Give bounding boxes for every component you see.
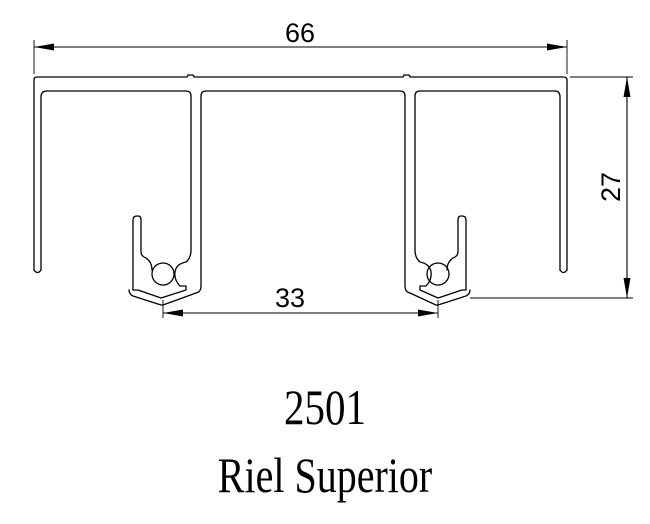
part-code: 2501 xyxy=(284,379,366,435)
dim-text-width: 66 xyxy=(285,18,315,48)
profile-left-keyhole xyxy=(151,262,175,286)
dimension-height: 27 xyxy=(470,76,633,299)
dimension-overall-width: 66 xyxy=(33,18,568,74)
arrow-height-bottom xyxy=(623,278,631,298)
profile-right-channel xyxy=(414,215,467,299)
part-name: Riel Superior xyxy=(217,447,433,503)
dim-text-spacing: 33 xyxy=(275,283,305,313)
arrow-spacing-right xyxy=(418,309,438,317)
arrow-spacing-left xyxy=(163,309,183,317)
profile-left-channel xyxy=(132,215,192,299)
profile-top-inner-right xyxy=(414,90,561,271)
arrow-width-left xyxy=(34,43,54,51)
arrow-width-right xyxy=(547,43,567,51)
profile-top-outer xyxy=(33,74,568,271)
profile-top-inner-mid xyxy=(200,90,406,251)
profile-right-flange-end xyxy=(559,269,568,274)
dim-text-height: 27 xyxy=(596,172,626,202)
arrow-height-top xyxy=(623,77,631,97)
profile-top-inner xyxy=(40,90,192,271)
rail-profile xyxy=(33,74,568,306)
profile-right-keyhole xyxy=(426,262,450,286)
profile-left-flange-end xyxy=(33,269,42,274)
dimension-channel-spacing: 33 xyxy=(162,283,439,318)
profile-right-channel-wall xyxy=(404,249,471,306)
